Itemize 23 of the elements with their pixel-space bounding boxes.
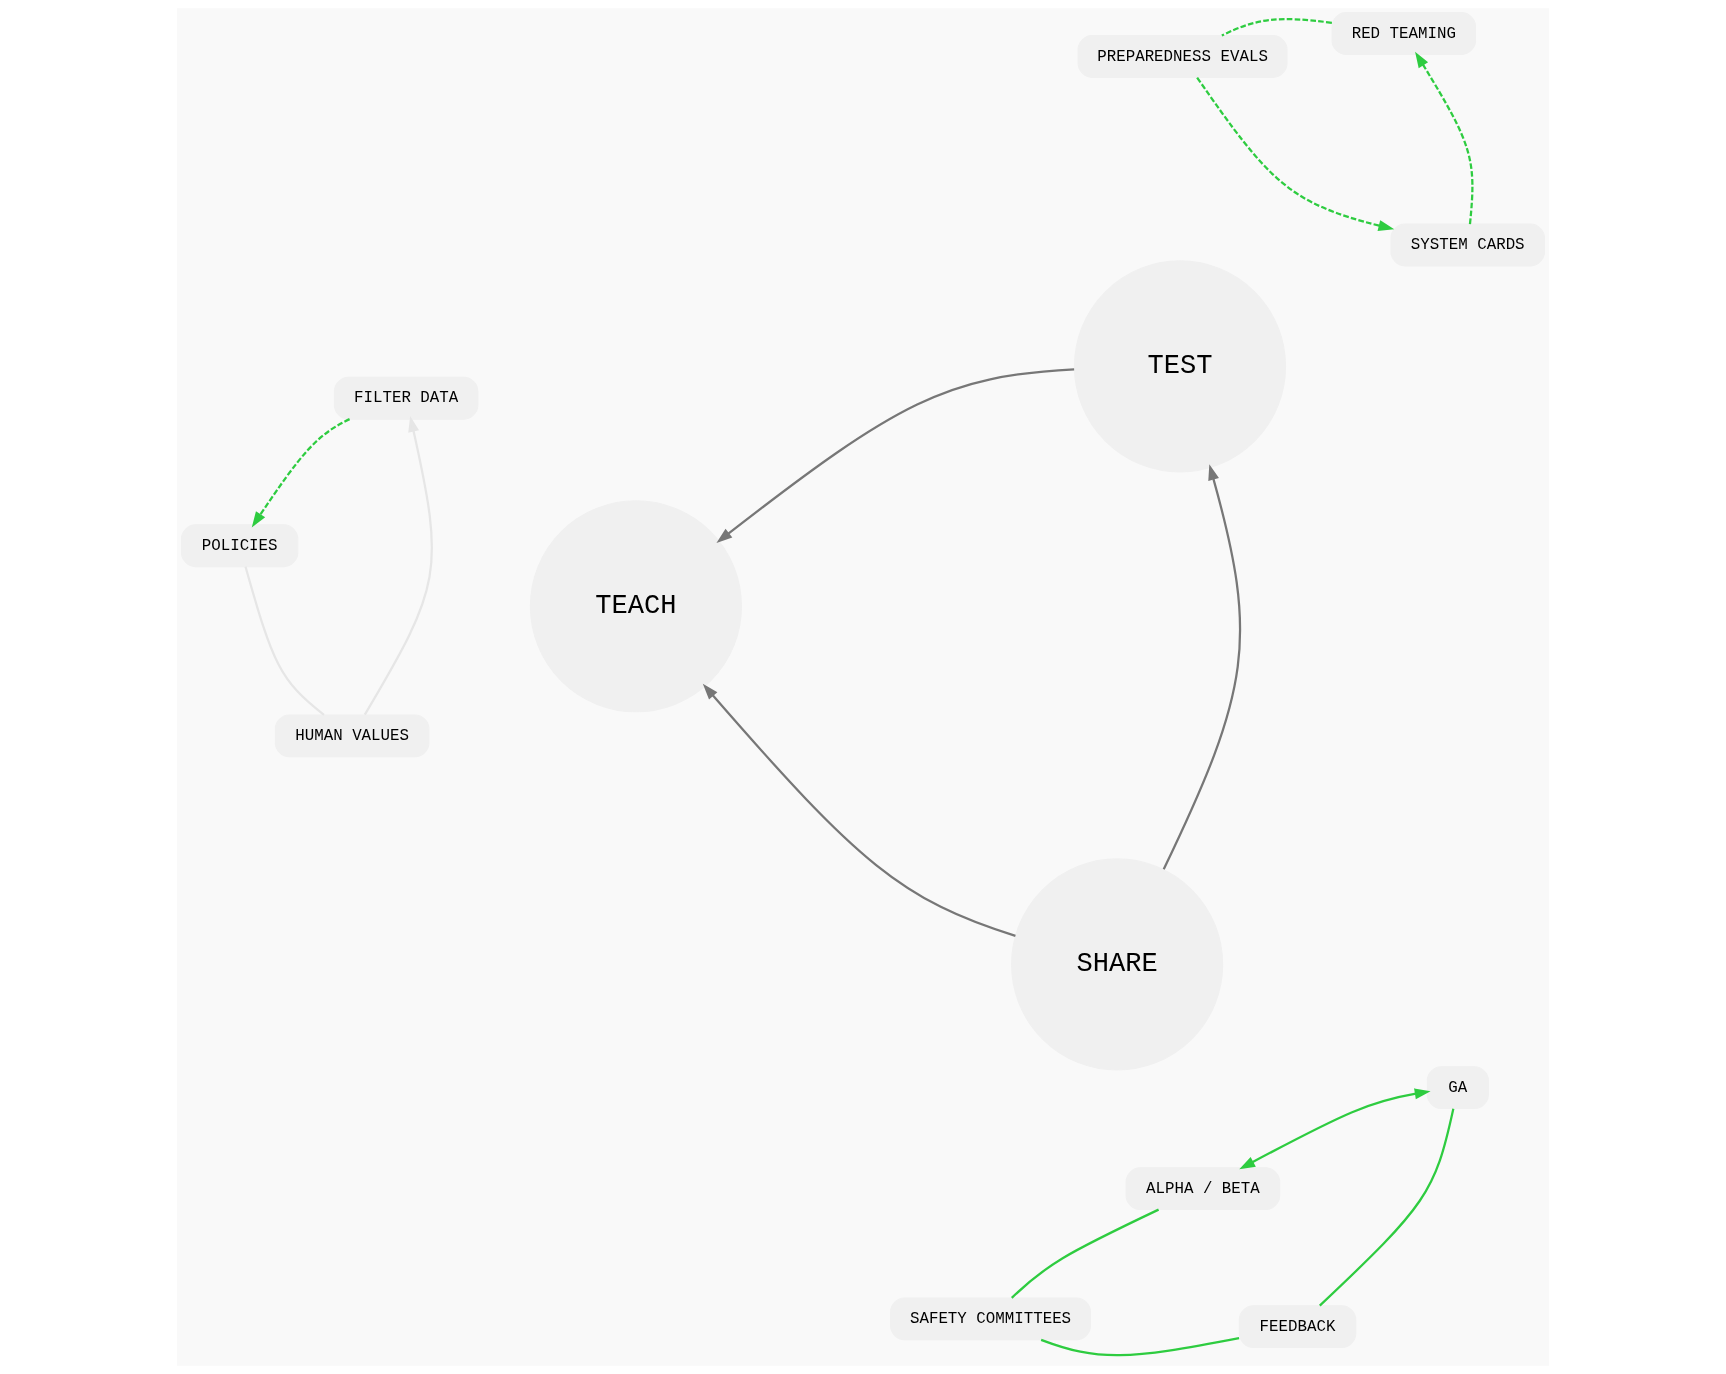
node-box: SYSTEM CARDS [1390, 223, 1546, 267]
connector [1221, 18, 1332, 37]
arrow [1415, 51, 1474, 225]
node-box: FILTER DATA [333, 376, 479, 420]
node-circle: SHARE [1011, 858, 1224, 1071]
arrow [1196, 76, 1395, 231]
node-box: ALPHA / BETA [1125, 1167, 1281, 1211]
node-box: FEEDBACK [1238, 1305, 1357, 1349]
arrow [1162, 464, 1242, 870]
connector [1040, 1337, 1240, 1357]
node-circle: TEACH [529, 500, 743, 713]
node-box: SAFETY COMMITTEES [890, 1297, 1091, 1341]
arrow [1239, 1088, 1431, 1170]
connector [1319, 1108, 1455, 1307]
node-box: GA [1426, 1066, 1489, 1110]
node-circle: TEST [1073, 260, 1287, 473]
node-box: RED TEAMING [1331, 12, 1477, 55]
arrow [716, 368, 1075, 543]
connector [1011, 1208, 1160, 1299]
node-box: PREPAREDNESS EVALS [1077, 35, 1288, 78]
node-box: POLICIES [180, 524, 299, 568]
arrow [251, 418, 351, 528]
arrow [702, 683, 1016, 937]
